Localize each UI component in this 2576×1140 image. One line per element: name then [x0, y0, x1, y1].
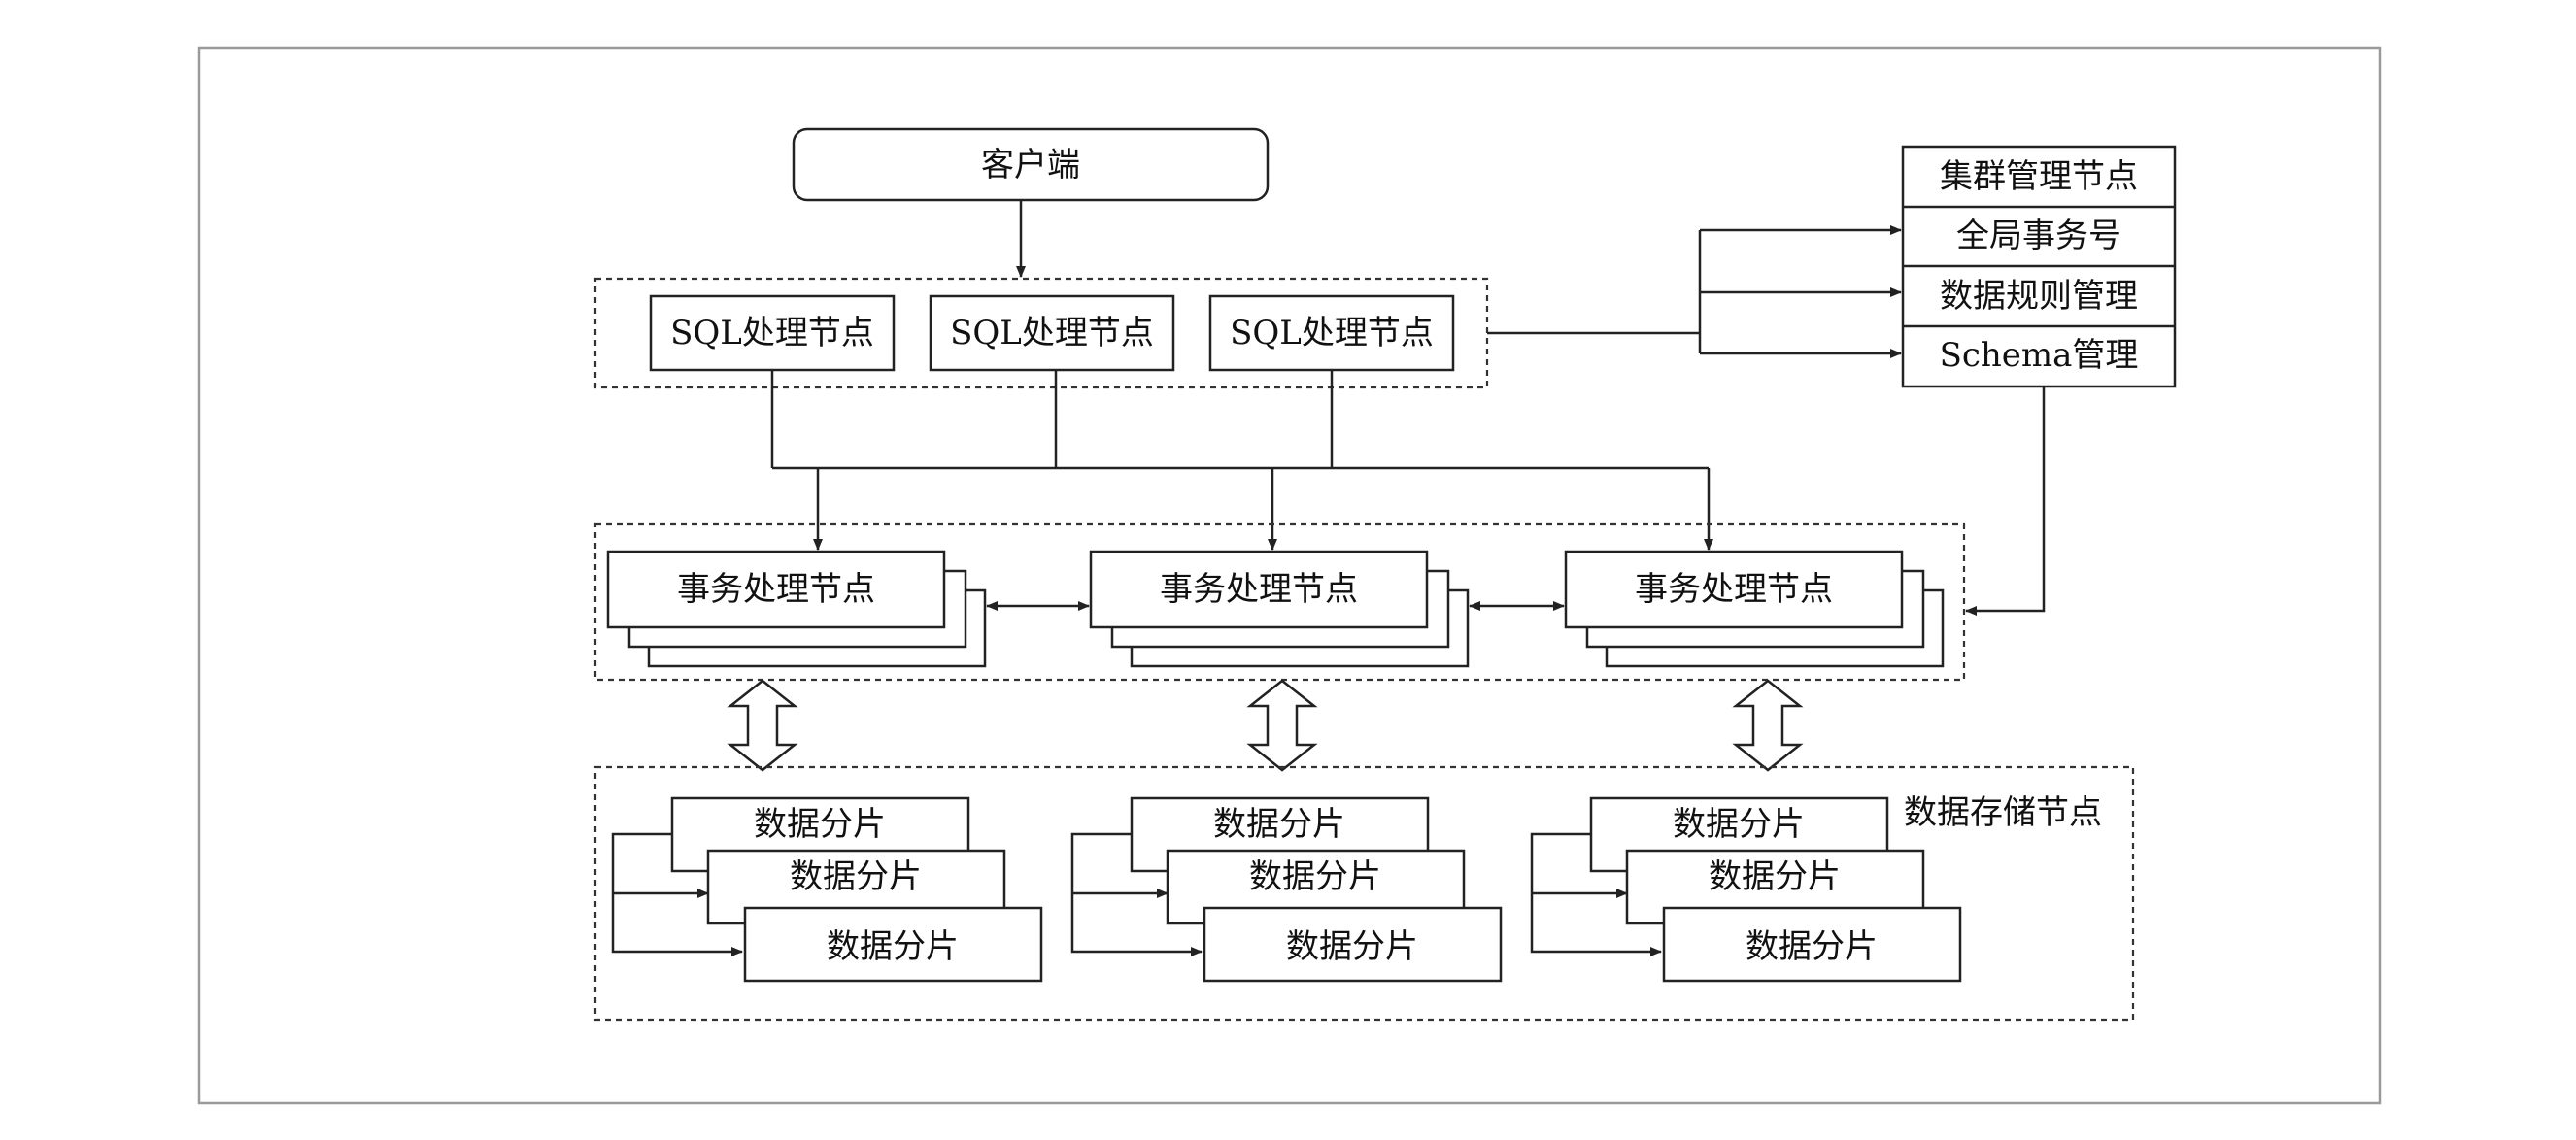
storage-group-2: 数据分片 数据分片 数据分片: [1070, 796, 1503, 983]
transaction-node-1: 事务处理节点: [606, 550, 987, 668]
cluster-panel-row: Schema管理: [1940, 336, 2139, 375]
cluster-to-transaction-arrow: [1965, 386, 2046, 616]
cluster-panel-row: 全局事务号: [1956, 217, 2121, 255]
data-shard-label: 数据分片: [1746, 927, 1878, 966]
storage-layer-label: 数据存储节点: [1904, 793, 2102, 832]
transaction-node-label: 事务处理节点: [1160, 570, 1358, 609]
sql-node-1: SQL处理节点: [649, 294, 896, 372]
transaction-node-3: 事务处理节点: [1564, 550, 1945, 668]
data-shard-label: 数据分片: [1213, 805, 1345, 844]
cluster-management-panel: 集群管理节点 全局事务号 数据规则管理 Schema管理: [1901, 145, 2177, 388]
cluster-panel-row: 集群管理节点: [1940, 157, 2138, 196]
sql-node-2: SQL处理节点: [929, 294, 1175, 372]
data-shard-label: 数据分片: [1286, 927, 1418, 966]
storage-group-1: 数据分片 数据分片 数据分片: [611, 796, 1043, 983]
sql-node-label: SQL处理节点: [1230, 314, 1434, 352]
client-node: 客户端: [792, 127, 1270, 202]
storage-layer-group: [593, 765, 2135, 1022]
figure-frame: [197, 46, 2382, 1105]
data-shard-label: 数据分片: [1249, 857, 1381, 896]
transaction-node-label: 事务处理节点: [1635, 570, 1833, 609]
storage-group-3: 数据分片 数据分片 数据分片: [1530, 796, 1962, 983]
sql-node-label: SQL处理节点: [950, 314, 1154, 352]
data-shard-label: 数据分片: [790, 857, 922, 896]
data-shard-label: 数据分片: [827, 927, 959, 966]
transaction-storage-double-arrow-3: [1732, 679, 1804, 772]
transaction-layer-group: [593, 522, 1966, 682]
transaction-storage-double-arrow-1: [727, 679, 798, 772]
transaction-node-2: 事务处理节点: [1089, 550, 1470, 668]
data-shard-label: 数据分片: [1673, 805, 1805, 844]
sql-node-label: SQL处理节点: [670, 314, 874, 352]
data-shard-label: 数据分片: [754, 805, 886, 844]
transaction-storage-double-arrow-2: [1246, 679, 1318, 772]
cluster-panel-row: 数据规则管理: [1940, 277, 2138, 316]
sql-to-cluster-connector: [1487, 225, 1902, 358]
data-shard-label: 数据分片: [1709, 857, 1841, 896]
sql-to-transaction-bus: [770, 370, 1713, 551]
transaction-node-label: 事务处理节点: [677, 570, 875, 609]
sql-node-3: SQL处理节点: [1208, 294, 1455, 372]
client-label: 客户端: [981, 146, 1080, 184]
